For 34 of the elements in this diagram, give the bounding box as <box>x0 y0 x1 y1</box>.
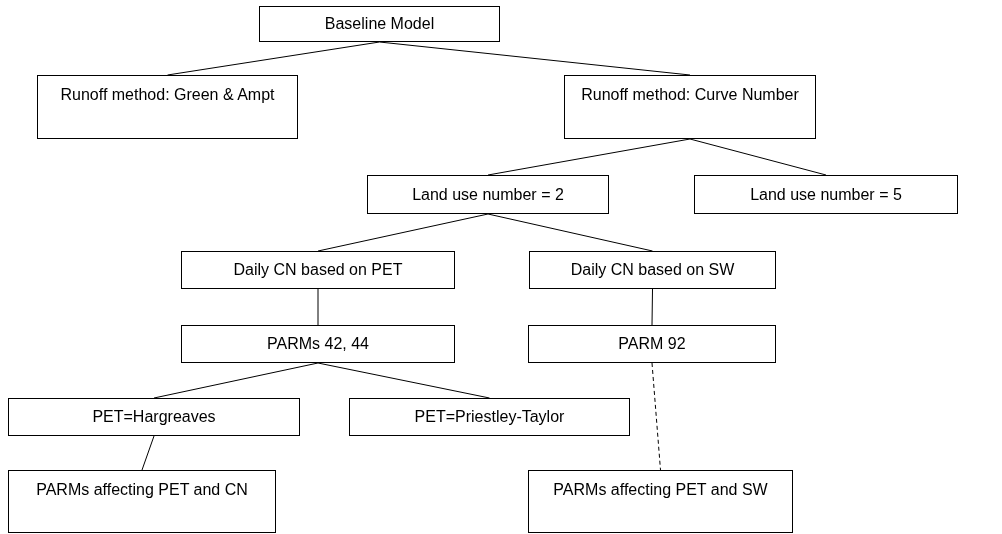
process-box <box>8 470 276 533</box>
box-label: PET=Hargreaves <box>92 407 216 428</box>
box-label: PARMs affecting PET and CN <box>36 480 248 500</box>
process-box <box>181 325 455 363</box>
connector-line <box>317 213 489 252</box>
process-box <box>529 251 776 289</box>
process-box <box>694 175 958 214</box>
box-label: PARMs affecting PET and SW <box>553 480 768 500</box>
box-label: PARMs 42, 44 <box>267 334 369 355</box>
process-box <box>349 398 630 436</box>
connector-line <box>141 435 155 471</box>
connector-line <box>651 362 661 471</box>
box-label: Land use number = 2 <box>412 184 564 205</box>
process-box <box>367 175 609 214</box>
process-box <box>37 75 298 139</box>
connector-line <box>317 288 319 326</box>
box-label: Baseline Model <box>324 14 435 35</box>
process-box <box>528 470 793 533</box>
box-label: Land use number = 5 <box>750 184 902 205</box>
box-label: Runoff method: Curve Number <box>581 85 799 105</box>
connector-line <box>651 288 653 326</box>
box-label: Daily CN based on PET <box>233 260 403 281</box>
connector-line <box>153 362 319 399</box>
box-label: PARM 92 <box>618 334 686 355</box>
process-box <box>8 398 300 436</box>
process-box <box>564 75 816 139</box>
box-label: Runoff method: Green & Ampt <box>60 85 275 105</box>
box-label: Daily CN based on SW <box>570 260 735 281</box>
box-label: PET=Priestley-Taylor <box>414 407 565 428</box>
process-box <box>181 251 455 289</box>
process-box <box>259 6 500 42</box>
connector-line <box>689 138 827 176</box>
connector-line <box>487 213 653 252</box>
process-box <box>528 325 776 363</box>
